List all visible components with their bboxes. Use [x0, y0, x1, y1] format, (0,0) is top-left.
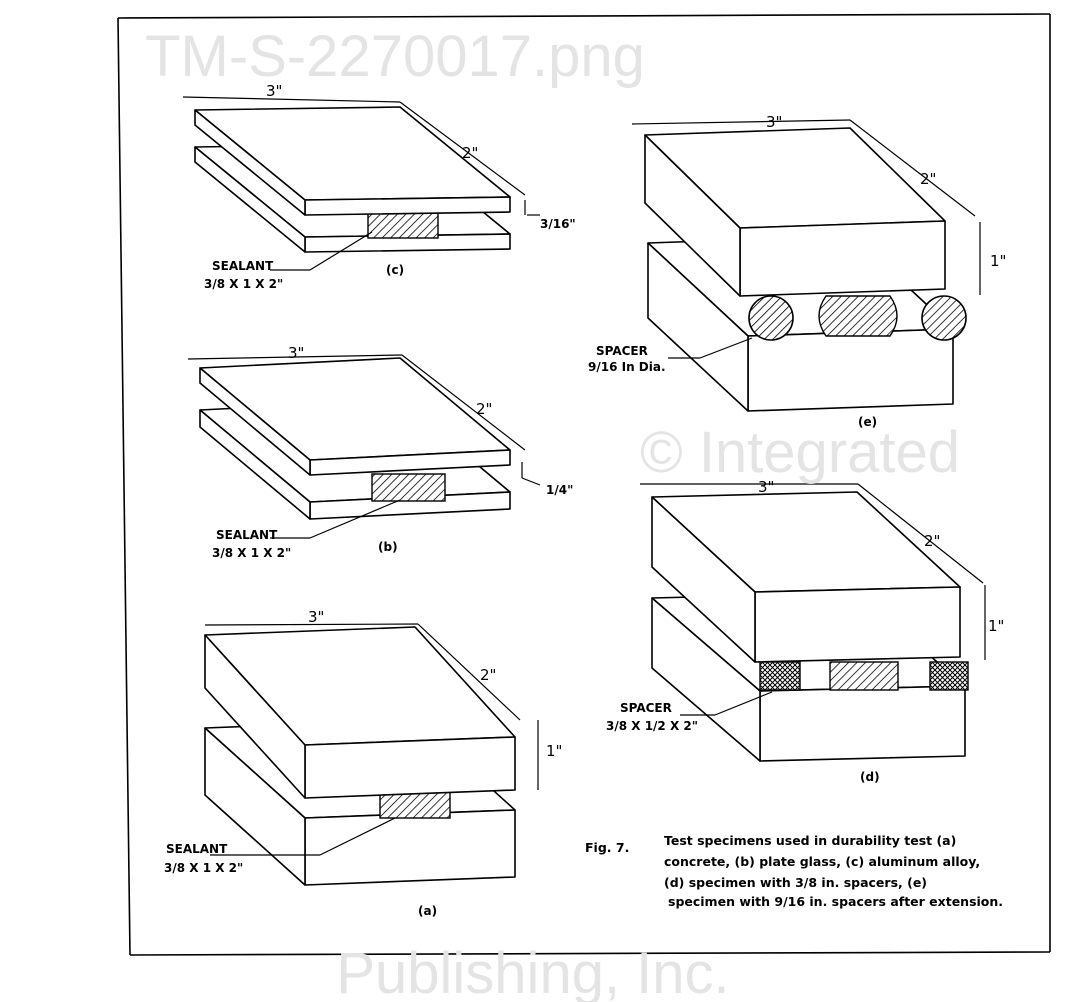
specimen-e-spacer — [921, 295, 967, 341]
depth-dimension: 2" — [462, 144, 478, 162]
dimension-line — [187, 354, 403, 360]
callout-title: SPACER — [620, 701, 672, 715]
watermark-line: TM-S-2270017.png — [145, 24, 645, 89]
callout-size: 9/16 In Dia. — [588, 360, 666, 374]
specimen-label: (b) — [378, 540, 398, 554]
width-dimension: 3" — [308, 608, 324, 626]
callout-title: SPACER — [596, 344, 648, 358]
specimen-a-labels: 3" 2" 1" SEALANT 3/8 X 1 X 2" (a) — [164, 608, 562, 918]
side-face — [194, 146, 306, 253]
leader-line — [309, 499, 401, 539]
width-dimension: 3" — [288, 344, 304, 362]
width-dimension: 3" — [766, 113, 782, 131]
side-face — [651, 597, 761, 762]
dimension-line — [849, 119, 976, 217]
dimension-lines — [182, 96, 986, 856]
specimen-label: (c) — [386, 263, 404, 277]
depth-dimension: 2" — [476, 400, 492, 418]
leader-line — [714, 691, 773, 716]
front-face — [754, 586, 961, 663]
callout-size: 3/8 X 1 X 2" — [204, 277, 283, 291]
height-dimension: 1" — [988, 617, 1004, 635]
side-face — [647, 242, 749, 412]
gap-dimension: 3/16" — [540, 217, 576, 231]
specimen-label: (a) — [418, 904, 437, 918]
specimen-label: (d) — [860, 770, 880, 784]
caption-line: concrete, (b) plate glass, (c) aluminum … — [664, 854, 980, 869]
specimen-d-labels: 3" 2" 1" SPACER 3/8 X 1/2 X 2" (d) — [606, 478, 1004, 784]
gap-dimension-line — [521, 477, 541, 486]
front-face — [304, 736, 516, 799]
caption-line: Test specimens used in durability test (… — [664, 833, 956, 848]
specimen-e-labels: 3" 2" 1" SPACER 9/16 In Dia. (e) — [588, 113, 1006, 429]
dimension-line — [399, 101, 526, 196]
leader-line — [699, 337, 753, 359]
specimen-b-labels: 3" 2" 1/4" SEALANT 3/8 X 1 X 2" (b) — [212, 344, 573, 560]
specimen-d-spacer — [759, 661, 801, 691]
width-dimension: 3" — [266, 82, 282, 100]
specimen-c-sealant — [367, 211, 439, 239]
callout-size: 3/8 X 1/2 X 2" — [606, 719, 698, 733]
specimen-a-upper-block — [204, 626, 516, 799]
watermark-line: Publishing, Inc. — [336, 941, 729, 1002]
dimension-line — [204, 623, 419, 626]
callout-size: 3/8 X 1 X 2" — [164, 861, 243, 875]
watermark: © Integrated Publishing, Inc. TM-S-22700… — [145, 24, 960, 1002]
height-dimension: 1" — [546, 742, 562, 760]
depth-dimension: 2" — [920, 170, 936, 188]
specimen-d-spacer — [929, 661, 969, 691]
specimen-label: (e) — [858, 415, 877, 429]
figure-caption: Fig. 7. Test specimens used in durabilit… — [585, 833, 1003, 909]
dimension-line — [401, 354, 526, 451]
side-face — [204, 634, 306, 799]
front-face — [747, 328, 954, 412]
caption-line: (d) specimen with 3/8 in. spacers, (e) — [664, 875, 927, 890]
side-face — [204, 727, 306, 886]
side-face — [199, 367, 311, 476]
gap-dimension: 1/4" — [546, 483, 573, 497]
specimen-e-sealant — [818, 295, 898, 337]
specimen-bodies — [194, 106, 969, 886]
width-dimension: 3" — [758, 478, 774, 496]
front-face — [759, 685, 966, 762]
specimen-b-sealant — [371, 473, 446, 502]
specimen-b-upper-plate — [199, 357, 511, 476]
caption-line: specimen with 9/16 in. spacers after ext… — [668, 894, 1003, 909]
front-face — [739, 220, 946, 297]
side-face — [651, 496, 756, 663]
dimension-line — [857, 483, 984, 584]
specimen-d-sealant — [829, 661, 899, 691]
callout-title: SEALANT — [216, 528, 278, 542]
side-face — [194, 109, 306, 216]
dimension-line — [182, 96, 401, 103]
side-face — [644, 134, 741, 297]
front-face — [304, 196, 511, 216]
callout-title: SEALANT — [212, 259, 274, 273]
caption-number: Fig. 7. — [585, 840, 629, 855]
specimen-c-upper-plate — [194, 106, 511, 216]
height-dimension: 1" — [990, 252, 1006, 270]
specimen-c-labels: 3" 2" 3/16" SEALANT 3/8 X 1 X 2" (c) — [204, 82, 576, 291]
watermark-line: © Integrated — [640, 420, 960, 485]
specimen-d-upper-block — [651, 491, 961, 663]
specimen-e-upper-block — [644, 127, 946, 297]
callout-title: SEALANT — [166, 842, 228, 856]
depth-dimension: 2" — [924, 532, 940, 550]
dimension-line — [417, 623, 521, 721]
specimen-a-sealant — [379, 791, 451, 819]
depth-dimension: 2" — [480, 666, 496, 684]
specimen-e-spacer — [748, 295, 794, 341]
page-frame — [117, 13, 1051, 956]
leader-line — [319, 817, 396, 856]
leader-line — [309, 231, 373, 271]
dimension-line — [631, 119, 851, 125]
callout-size: 3/8 X 1 X 2" — [212, 546, 291, 560]
side-face — [199, 409, 311, 520]
